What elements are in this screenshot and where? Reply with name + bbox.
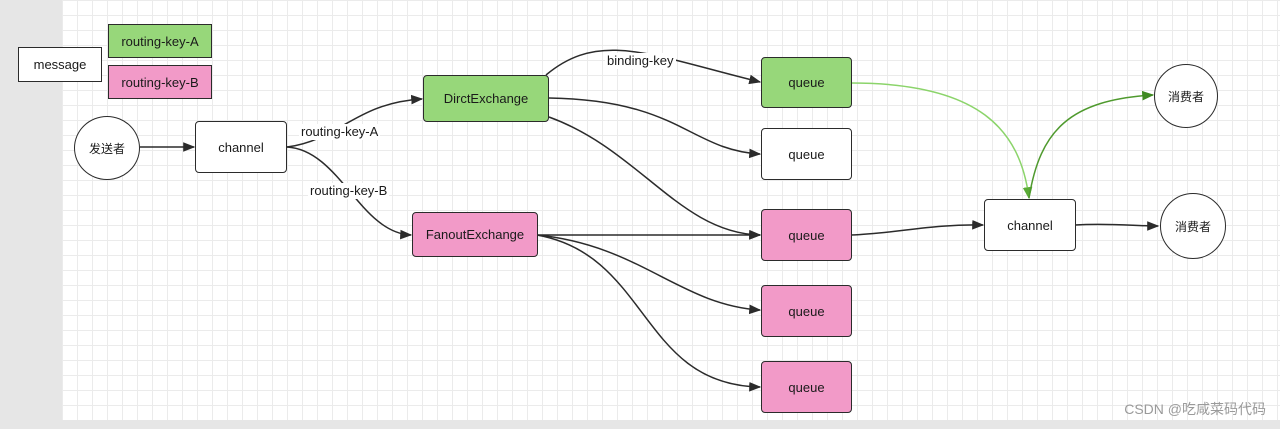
edge-channel-direct (286, 94, 424, 148)
consumer-bottom: 消费者 (1160, 193, 1226, 259)
edge-fanout-queue5 (536, 234, 762, 392)
edge-direct-queue2 (548, 97, 762, 159)
watermark: CSDN @吃咸菜码代码 (1124, 401, 1266, 417)
channel-right: channel (984, 199, 1076, 251)
direct-exchange: DirctExchange (423, 75, 549, 122)
edge-direct-queue3 (548, 116, 762, 240)
legend-routing-key-b: routing-key-B (108, 65, 212, 99)
edge-queue1-channel (850, 82, 1033, 200)
queue-4: queue (761, 285, 852, 337)
queue-1: queue (761, 57, 852, 108)
consumer-top: 消费者 (1154, 64, 1218, 128)
edge-label-routing-key-b: routing-key-B (308, 183, 390, 199)
edge-label-routing-key-a: routing-key-A (299, 124, 381, 140)
edge-fanout-queue4 (536, 234, 762, 315)
queue-2: queue (761, 128, 852, 180)
edge-label-binding-key: binding-key (605, 53, 676, 69)
edge-channel-consumer-top (1028, 90, 1155, 199)
queue-5: queue (761, 361, 852, 413)
edge-queue3-channel (850, 219, 985, 236)
sender-node: 发送者 (74, 116, 140, 180)
queue-3: queue (761, 209, 852, 261)
edge-direct-queue1 (545, 49, 762, 85)
edge-channel-consumer (1074, 221, 1160, 231)
channel-left: channel (195, 121, 287, 173)
legend-message: message (18, 47, 102, 82)
legend-routing-key-a: routing-key-A (108, 24, 212, 58)
fanout-exchange: FanoutExchange (412, 212, 538, 257)
diagram-canvas (62, 0, 1280, 420)
